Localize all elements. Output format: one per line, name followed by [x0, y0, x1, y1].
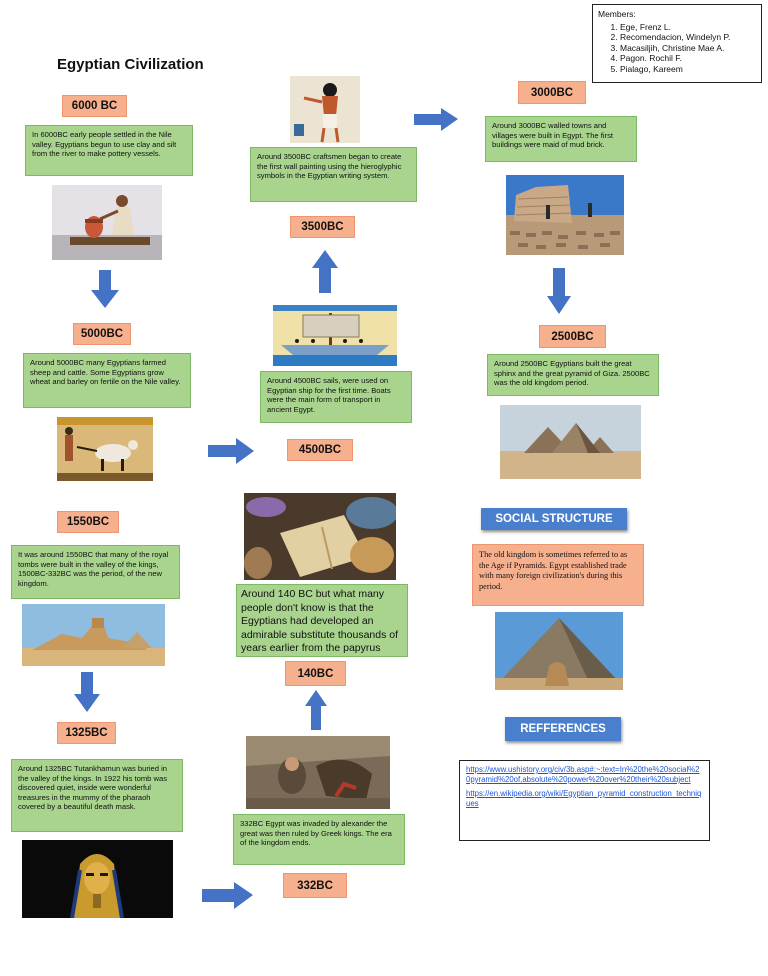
text-3000bc: Around 3000BC walled towns and villages …	[485, 116, 637, 162]
arrow-up-icon	[312, 250, 338, 293]
arrow-right-icon	[208, 438, 254, 464]
text-2500bc: Around 2500BC Egyptians built the great …	[487, 354, 659, 396]
arrow-right-icon	[414, 108, 458, 131]
label-2500bc: 2500BC	[539, 325, 606, 348]
tutankhamun-mask-image	[22, 840, 173, 918]
label-1550bc: 1550BC	[57, 511, 119, 533]
arrow-down-icon	[91, 270, 119, 308]
member-item: Pagon. Rochil F.	[620, 53, 756, 64]
social-structure-text: The old kingdom is sometimes referred to…	[472, 544, 644, 606]
members-list: Ege, Frenz L. Recomendacion, Windelyn P.…	[598, 22, 756, 75]
label-1325bc: 1325BC	[57, 722, 116, 744]
pyramid-sphinx-image	[495, 612, 623, 690]
label-4500bc: 4500BC	[287, 439, 353, 461]
label-6000bc: 6000 BC	[62, 95, 127, 117]
social-structure-heading: SOCIAL STRUCTURE	[481, 508, 627, 530]
sailing-ship-image	[273, 305, 397, 366]
text-332bc: 332BC Egypt was invaded by alexander the…	[233, 814, 405, 865]
label-140bc: 140BC	[285, 661, 346, 686]
member-item: Pialago, Kareem	[620, 64, 756, 75]
label-332bc: 332BC	[283, 873, 347, 898]
mud-brick-walls-image	[506, 175, 624, 255]
sphinx-image	[22, 604, 165, 666]
members-heading: Members:	[598, 9, 636, 19]
arrow-right-icon	[202, 882, 253, 909]
text-1550bc: It was around 1550BC that many of the ro…	[11, 545, 180, 599]
label-5000bc: 5000BC	[73, 323, 131, 345]
member-item: Macasiljih, Christine Mae A.	[620, 43, 756, 54]
giza-pyramids-image	[500, 405, 641, 479]
alexander-mosaic-image	[246, 736, 390, 809]
egyptian-painting-image	[290, 76, 360, 143]
text-6000bc: In 6000BC early people settled in the Ni…	[25, 125, 193, 176]
member-item: Recomendacion, Windelyn P.	[620, 32, 756, 43]
members-box: Members: Ege, Frenz L. Recomendacion, Wi…	[592, 4, 762, 83]
text-1325bc: Around 1325BC Tutankhamun was buried in …	[11, 759, 183, 832]
label-3500bc: 3500BC	[290, 216, 355, 238]
pottery-maker-image	[52, 185, 162, 260]
arrow-down-icon	[74, 672, 100, 712]
text-5000bc: Around 5000BC many Egyptians farmed shee…	[23, 353, 191, 408]
reference-link[interactable]: https://en.wikipedia.org/wiki/Egyptian_p…	[466, 789, 702, 808]
member-item: Ege, Frenz L.	[620, 22, 756, 33]
references-heading: REFFERENCES	[505, 717, 621, 741]
papyrus-image	[244, 493, 396, 580]
arrow-down-icon	[547, 268, 571, 314]
farming-painting-image	[57, 417, 153, 481]
text-3500bc: Around 3500BC craftsmen began to create …	[250, 147, 417, 202]
page-title: Egyptian Civilization	[57, 56, 204, 73]
label-3000bc: 3000BC	[518, 81, 586, 104]
text-140bc: Around 140 BC but what many people don't…	[236, 584, 408, 657]
references-box: https://www.ushistory.org/civ/3b.asp#:~:…	[459, 760, 710, 841]
reference-link[interactable]: https://www.ushistory.org/civ/3b.asp#:~:…	[466, 765, 700, 784]
text-4500bc: Around 4500BC sails, were used on Egypti…	[260, 371, 412, 423]
arrow-up-icon	[305, 690, 327, 730]
